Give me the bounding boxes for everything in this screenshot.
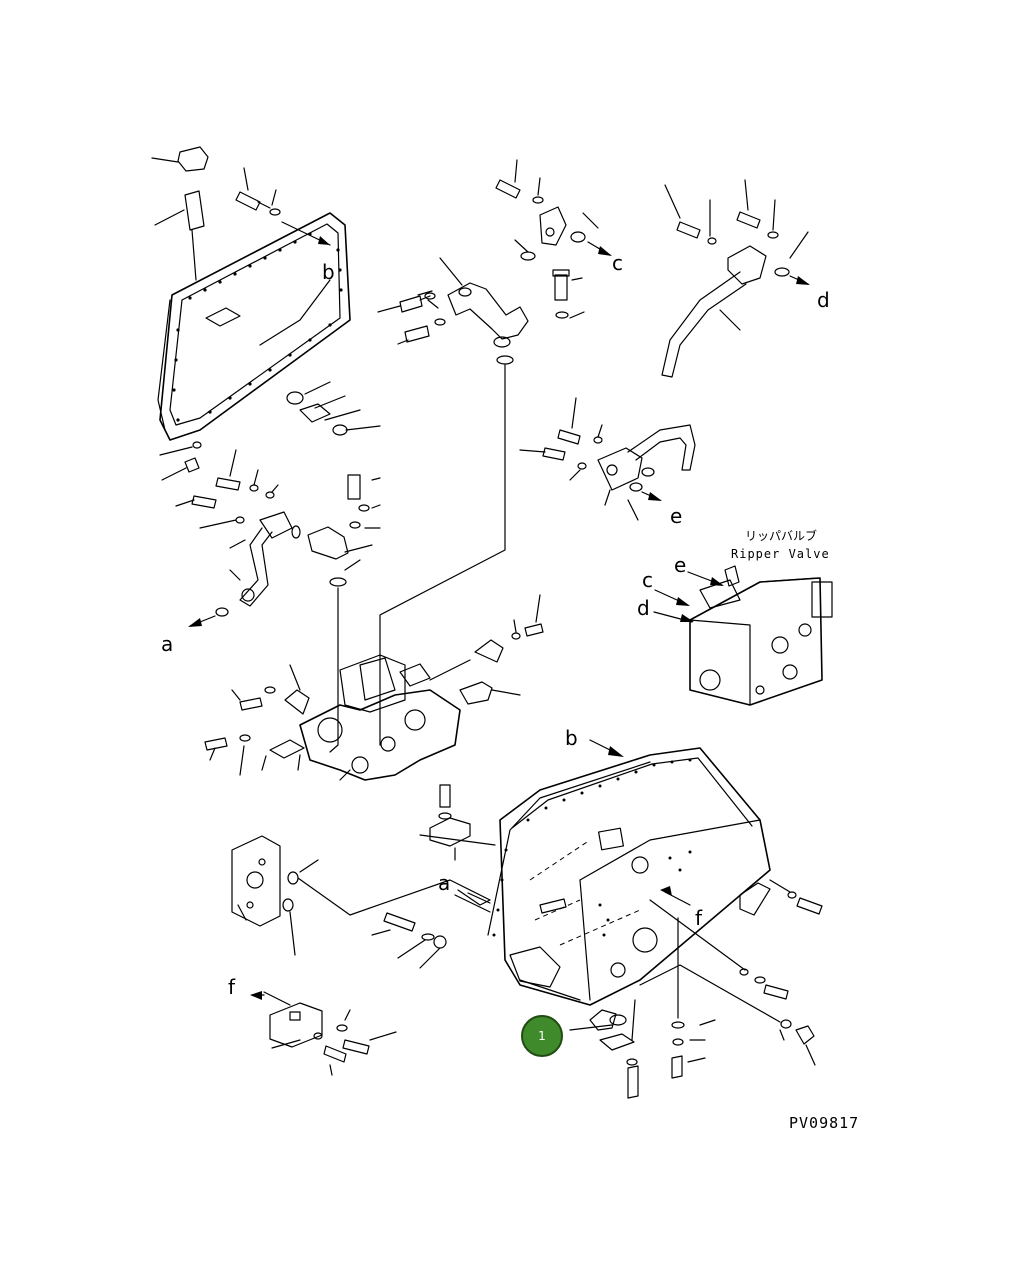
ref-label-f-bracket: f bbox=[228, 975, 236, 999]
valve-label-english: Ripper Valve bbox=[731, 547, 830, 561]
pump-assembly bbox=[204, 594, 544, 781]
pipe-d-assembly bbox=[661, 179, 810, 378]
ref-label-e-valve: e bbox=[674, 553, 687, 577]
flange-f-assembly bbox=[231, 784, 496, 1076]
ref-label-a: a bbox=[161, 632, 174, 656]
drawing-code: PV09817 bbox=[789, 1114, 860, 1132]
ripper-valve bbox=[653, 565, 833, 706]
hydraulic-tank bbox=[487, 747, 771, 1099]
pipe-a-assembly bbox=[175, 449, 381, 753]
valve-label-japanese: リッパバルブ bbox=[745, 529, 818, 543]
ref-label-d: d bbox=[817, 288, 830, 312]
ref-label-f-tank: f bbox=[695, 906, 703, 930]
hose-e-assembly bbox=[519, 397, 696, 521]
reference-arrows bbox=[454, 739, 691, 913]
ref-label-b: b bbox=[322, 260, 335, 284]
elbow-fitting-assembly bbox=[377, 159, 612, 746]
cover-plate-assembly bbox=[151, 146, 381, 481]
part-callout-1[interactable]: 1 bbox=[521, 1015, 563, 1057]
ref-label-d-valve: d bbox=[637, 596, 650, 620]
ref-label-a-tank: a bbox=[438, 871, 451, 895]
right-bolts bbox=[639, 879, 823, 1066]
ref-label-c-valve: c bbox=[642, 568, 653, 592]
ref-label-b-tank: b bbox=[565, 726, 578, 750]
ref-label-c: c bbox=[612, 251, 623, 275]
ref-label-e: e bbox=[670, 504, 683, 528]
